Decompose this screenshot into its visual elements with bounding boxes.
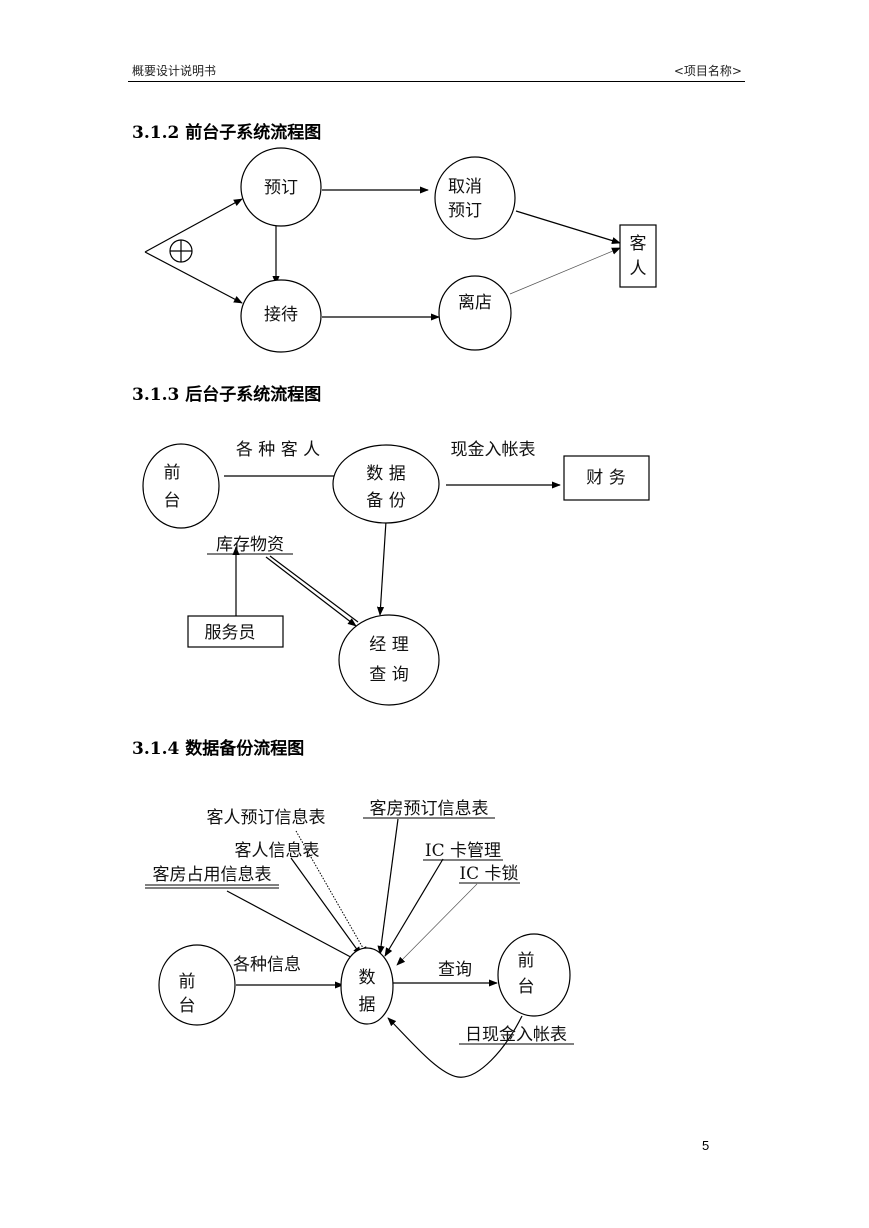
node-data-label-2: 据 — [359, 995, 376, 1015]
node-frontdesk-label-2: 台 — [164, 491, 181, 511]
node-frontdesk-right-label-2: 台 — [518, 977, 535, 997]
header-project-name: <项目名称> — [673, 64, 742, 78]
section-heading-3-1-4: 3.1.4 数据备份流程图 — [132, 739, 305, 759]
edge-daily-cash-loop — [387, 1015, 523, 1078]
edge-ic-card-to-data — [384, 858, 444, 957]
label-daily-cash-ledger: 日现金入帐表 — [465, 1025, 567, 1045]
node-backup-label-1: 数 据 — [366, 464, 405, 484]
node-staff — [187, 615, 284, 648]
label-room-reserve-table: 客房预订信息表 — [370, 799, 489, 819]
edge-room-occupancy-to-data — [226, 890, 361, 963]
node-checkin — [240, 279, 322, 353]
node-checkout — [438, 275, 512, 351]
node-frontdesk-left-label-1: 前 — [179, 972, 196, 992]
node-guest — [619, 224, 657, 288]
node-manager-label-2: 查 询 — [369, 665, 408, 685]
label-room-occupancy-table: 客房占用信息表 — [153, 865, 272, 885]
node-staff-label: 服务员 — [205, 623, 256, 643]
label-guest-info-table: 客人信息表 — [235, 841, 320, 861]
label-query: 查询 — [438, 960, 472, 980]
node-cancel-label-2: 预订 — [448, 201, 482, 221]
header-doc-title: 概要设计说明书 — [132, 64, 217, 78]
edge-checkout-to-guest — [509, 247, 621, 295]
junction-xor-icon — [169, 239, 193, 263]
node-frontdesk-left-label-2: 台 — [179, 996, 196, 1016]
label-ic-card-management: IC 卡管理 — [425, 841, 501, 861]
label-ic-lock: IC 卡锁 — [459, 864, 518, 884]
label-various-info: 各种信息 — [233, 955, 301, 975]
node-manager-query — [338, 614, 440, 706]
edge-inventory-to-manager — [265, 556, 357, 627]
edge-cancel-to-guest — [515, 210, 621, 245]
node-finance — [563, 455, 650, 501]
node-manager-label-1: 经 理 — [369, 635, 408, 655]
label-various-guests: 各 种 客 人 — [236, 440, 320, 460]
label-cash-ledger: 现金入帐表 — [451, 440, 536, 460]
node-frontdesk — [142, 443, 220, 529]
node-cancel-reservation — [434, 156, 516, 240]
edge-room-reserve-to-data — [377, 818, 399, 955]
node-reserve-label: 预订 — [264, 178, 298, 198]
node-data-backup — [332, 444, 440, 524]
data-backup-flowchart: 前 台 数 据 前 台 各种信息 查询 客人预订信息表 客房预订信息表 客人信息… — [145, 799, 574, 1078]
node-frontdesk-left — [158, 944, 236, 1026]
node-checkin-label: 接待 — [264, 305, 298, 325]
section-heading-3-1-2: 3.1.2 前台子系统流程图 — [132, 123, 322, 143]
node-guest-label-1: 客 — [630, 234, 647, 254]
edge-start-to-checkin — [144, 251, 243, 304]
frontdesk-flowchart: 预订 取消 预订 接待 离店 客 人 — [144, 147, 657, 353]
edge-inventory-to-manager-double — [269, 555, 359, 623]
header-divider — [128, 81, 745, 82]
node-backup-label-2: 备 份 — [366, 491, 405, 511]
node-data-label-1: 数 — [359, 968, 376, 988]
node-data — [340, 947, 394, 1025]
node-frontdesk-right — [497, 933, 571, 1017]
section-heading-3-1-3: 3.1.3 后台子系统流程图 — [132, 385, 322, 405]
edge-guest-info-to-data — [290, 857, 362, 956]
label-guest-reserve-table: 客人预订信息表 — [207, 808, 326, 828]
backoffice-flowchart: 前 台 数 据 备 份 财 务 经 理 查 询 服务员 各 种 客 人 现金入帐… — [142, 440, 650, 706]
edge-backup-to-manager — [376, 520, 387, 616]
node-frontdesk-label-1: 前 — [164, 463, 181, 483]
node-reserve — [240, 147, 322, 227]
node-finance-label: 财 务 — [586, 468, 625, 488]
edge-ic-lock-to-data — [396, 883, 478, 966]
label-inventory: 库存物资 — [216, 535, 284, 555]
node-frontdesk-right-label-1: 前 — [518, 951, 535, 971]
edge-start-to-reserve — [144, 198, 243, 253]
node-cancel-label-1: 取消 — [448, 177, 482, 197]
page-number: 5 — [702, 1138, 710, 1153]
node-guest-label-2: 人 — [630, 259, 647, 279]
node-checkout-label: 离店 — [458, 293, 492, 313]
